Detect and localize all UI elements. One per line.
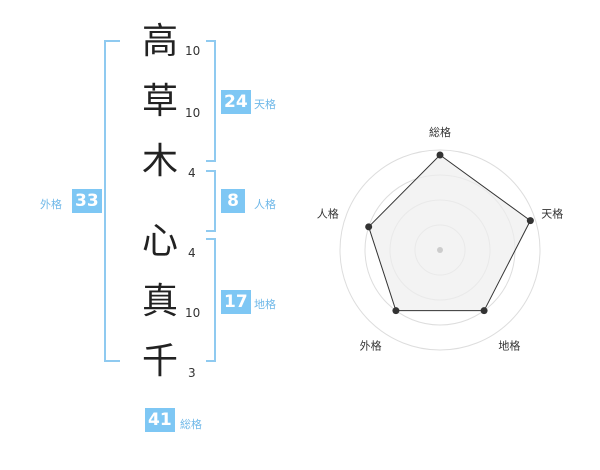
stroke-count-3: 4 <box>188 166 196 180</box>
name-char-3: 木 <box>141 141 178 182</box>
radar-axis-label-2: 天格 <box>541 207 563 221</box>
radar-axis-label-1: 総格 <box>429 125 451 139</box>
radar-grid-ring-4 <box>339 149 541 351</box>
tenkaku-label: 天格 <box>254 98 276 111</box>
chikaku-label: 地格 <box>254 298 276 311</box>
name-char-4: 心 <box>141 221 178 262</box>
radar-point-1 <box>436 151 444 159</box>
stroke-count-6: 3 <box>188 366 196 380</box>
gaikaku-bracket <box>104 40 120 362</box>
soukaku-label: 総格 <box>180 418 202 431</box>
radar-center <box>437 247 443 253</box>
tenkaku-bracket <box>206 40 216 162</box>
name-char-2: 草 <box>141 81 178 122</box>
radar-axis-label-3: 地格 <box>498 338 520 352</box>
jinkaku-bracket <box>206 170 216 232</box>
radar-axis-label-5: 人格 <box>317 207 339 221</box>
name-char-5: 真 <box>141 281 178 322</box>
stroke-count-1: 10 <box>185 44 201 58</box>
radar-point-4 <box>392 307 400 315</box>
name-char-6: 千 <box>141 341 178 382</box>
tenkaku-value: 24 <box>221 90 251 114</box>
radar-point-3 <box>480 307 488 315</box>
radar-polygon <box>368 154 531 312</box>
chikaku-value: 17 <box>221 290 251 314</box>
radar-axis-label-4: 外格 <box>360 338 382 352</box>
radar-point-5 <box>365 223 373 231</box>
name-char-1: 高 <box>141 21 178 62</box>
stroke-count-2: 10 <box>185 106 201 120</box>
stroke-count-4: 4 <box>188 246 196 260</box>
jinkaku-label: 人格 <box>254 198 276 211</box>
chikaku-bracket <box>206 238 216 362</box>
stroke-count-5: 10 <box>185 306 201 320</box>
radar-point-2 <box>526 217 534 225</box>
soukaku-value: 41 <box>145 408 175 432</box>
gaikaku-value: 33 <box>72 189 102 213</box>
gaikaku-label: 外格 <box>40 198 62 211</box>
jinkaku-value: 8 <box>221 189 245 213</box>
